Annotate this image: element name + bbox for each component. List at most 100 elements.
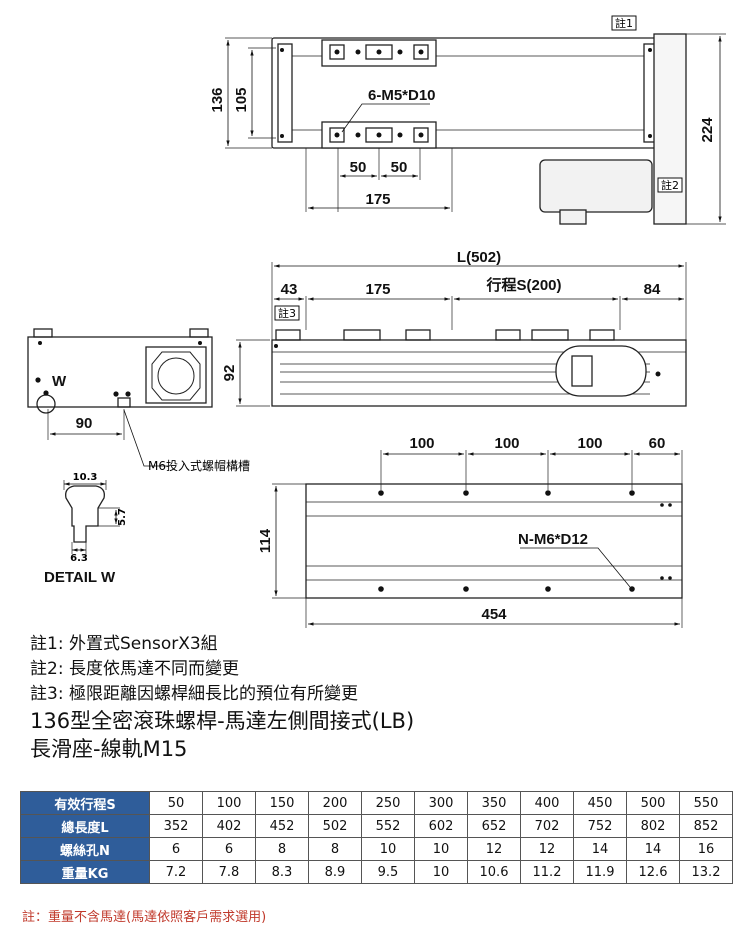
footnote: 註：重量不含馬達(馬達依照客戶需求選用) xyxy=(22,910,267,925)
note-1: 註1: 外置式SensorX3組 xyxy=(30,634,218,654)
row-header: 重量KG xyxy=(20,860,150,884)
end-view xyxy=(27,328,213,440)
dim-136-label: 136 xyxy=(209,87,226,112)
dim-92-label: 92 xyxy=(221,365,238,382)
base-view-dimensions xyxy=(274,452,680,626)
table-cell: 752 xyxy=(573,814,627,838)
table-cell: 352 xyxy=(149,814,203,838)
product-subtitle: 長滑座-線軌M15 xyxy=(30,737,188,761)
dim-L-label: L(502) xyxy=(457,249,501,266)
top-view-dots xyxy=(280,48,652,138)
dim-10-3-label: 10.3 xyxy=(73,472,98,483)
table-cell: 14 xyxy=(626,837,680,861)
note-2: 註2: 長度依馬達不同而變更 xyxy=(30,659,239,679)
leader-m6 xyxy=(520,547,631,588)
motor-coupler xyxy=(555,345,647,397)
end-view-dots xyxy=(35,341,202,397)
table-cell: 7.2 xyxy=(149,860,203,884)
table-cell: 11.2 xyxy=(520,860,574,884)
leader-m5 xyxy=(341,103,430,133)
note-3: 註3: 極限距離因螺桿細長比的預位有所變更 xyxy=(30,684,358,704)
dim-224-label: 224 xyxy=(699,117,716,143)
dim-175-side-label: 175 xyxy=(365,281,390,298)
table-cell: 10.6 xyxy=(467,860,521,884)
dim-100a-label: 100 xyxy=(409,435,434,452)
table-cell: 100 xyxy=(202,791,256,815)
table-cell: 502 xyxy=(308,814,362,838)
motor-body xyxy=(539,159,653,213)
row-header: 有效行程S xyxy=(20,791,150,815)
table-cell: 250 xyxy=(361,791,415,815)
table-cell: 8.9 xyxy=(308,860,362,884)
top-view-labels: 136 105 224 6-M5*D10 50 50 175 註1 註2 xyxy=(209,15,716,208)
dim-6-3-label: 6.3 xyxy=(70,553,88,564)
motor-flange xyxy=(145,346,207,404)
table-cell: 8.3 xyxy=(255,860,309,884)
side-view-labels: L(502) 43 175 行程S(200) 84 92 註3 xyxy=(221,249,661,381)
dim-175-top-label: 175 xyxy=(365,191,390,208)
dim-90-label: 90 xyxy=(76,415,93,432)
table-cell: 8 xyxy=(255,837,309,861)
hole-callout-m5: 6-M5*D10 xyxy=(368,87,436,104)
table-cell: 452 xyxy=(255,814,309,838)
side-view-dimensions xyxy=(238,264,684,404)
dim-60-label: 60 xyxy=(649,435,666,452)
leader-slot xyxy=(123,409,168,467)
table-cell: 12.6 xyxy=(626,860,680,884)
table-cell: 602 xyxy=(414,814,468,838)
dim-84-label: 84 xyxy=(644,281,661,298)
detail-w-dimensions xyxy=(63,482,118,552)
table-cell: 652 xyxy=(467,814,521,838)
product-title: 136型全密滾珠螺桿-馬達左側間接式(LB) xyxy=(30,709,415,733)
table-cell: 702 xyxy=(520,814,574,838)
table-cell: 50 xyxy=(149,791,203,815)
note-tag-1: 註1 xyxy=(615,17,633,30)
table-cell: 402 xyxy=(202,814,256,838)
table-cell: 10 xyxy=(414,837,468,861)
end-view-labels: W 90 M6投入式螺帽構槽 xyxy=(52,373,250,473)
row-header: 螺絲孔N xyxy=(20,837,150,861)
table-cell: 13.2 xyxy=(679,860,733,884)
dim-50b-label: 50 xyxy=(391,159,408,176)
row-header: 總長度L xyxy=(20,814,150,838)
side-view xyxy=(236,262,687,407)
hole-callout-m6: N-M6*D12 xyxy=(518,531,588,548)
side-view-dots xyxy=(274,344,661,377)
detail-w-title: DETAIL W xyxy=(44,569,116,586)
table-cell: 450 xyxy=(573,791,627,815)
dim-stroke-label: 行程S(200) xyxy=(485,276,561,294)
table-cell: 300 xyxy=(414,791,468,815)
base-view-body xyxy=(305,483,683,599)
table-cell: 9.5 xyxy=(361,860,415,884)
table-cell: 11.9 xyxy=(573,860,627,884)
table-cell: 12 xyxy=(467,837,521,861)
table-cell: 10 xyxy=(361,837,415,861)
end-view-dimensions xyxy=(50,409,168,467)
detail-w xyxy=(63,480,120,554)
table-cell: 802 xyxy=(626,814,680,838)
table-cell: 350 xyxy=(467,791,521,815)
table-cell: 552 xyxy=(361,814,415,838)
table-cell: 500 xyxy=(626,791,680,815)
base-view-dots xyxy=(378,490,672,592)
top-view xyxy=(225,33,726,225)
dim-5-7-label: 5.7 xyxy=(117,508,128,526)
end-plate xyxy=(653,33,687,225)
top-view-dimensions xyxy=(226,36,722,222)
table-cell: 150 xyxy=(255,791,309,815)
detail-w-labels: 10.3 5.7 6.3 DETAIL W xyxy=(44,472,128,586)
dim-100c-label: 100 xyxy=(577,435,602,452)
table-cell: 8 xyxy=(308,837,362,861)
note-tag-2: 註2 xyxy=(661,179,679,192)
table-cell: 7.8 xyxy=(202,860,256,884)
technical-drawing: 136 105 224 6-M5*D10 50 50 175 註1 註2 xyxy=(27,15,726,628)
dim-43-label: 43 xyxy=(281,281,298,298)
table-cell: 852 xyxy=(679,814,733,838)
end-view-body xyxy=(27,336,213,408)
label-w: W xyxy=(52,373,67,390)
